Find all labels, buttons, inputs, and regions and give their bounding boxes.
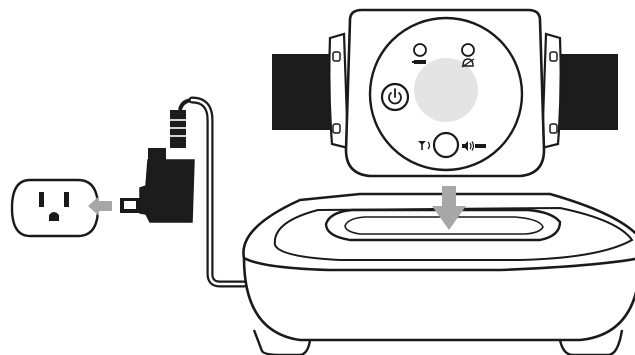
adapter-strain-relief	[170, 110, 186, 148]
battery-icon	[412, 60, 426, 64]
bell-icon	[461, 58, 475, 68]
outlet-slot-left	[39, 192, 44, 207]
antenna-icon	[418, 141, 431, 150]
device-unit	[272, 8, 618, 178]
charging-base	[242, 192, 635, 355]
outlet-ground-hole	[49, 212, 59, 221]
place-on-base-arrow	[432, 186, 466, 230]
device-lens	[414, 58, 478, 122]
battery-led	[412, 43, 427, 64]
plug-in-arrow	[88, 196, 112, 216]
power-button[interactable]	[380, 82, 410, 112]
base-foot-left	[252, 329, 312, 355]
ac-adapter	[120, 98, 195, 223]
speaker-battery-icon	[462, 141, 486, 151]
base-foot-right	[558, 329, 624, 355]
outlet-slot-right	[64, 192, 69, 207]
bottom-button[interactable]	[432, 131, 460, 159]
wall-outlet	[10, 178, 100, 238]
alert-led	[461, 43, 475, 68]
power-cable	[188, 96, 248, 288]
power-icon	[388, 88, 402, 105]
